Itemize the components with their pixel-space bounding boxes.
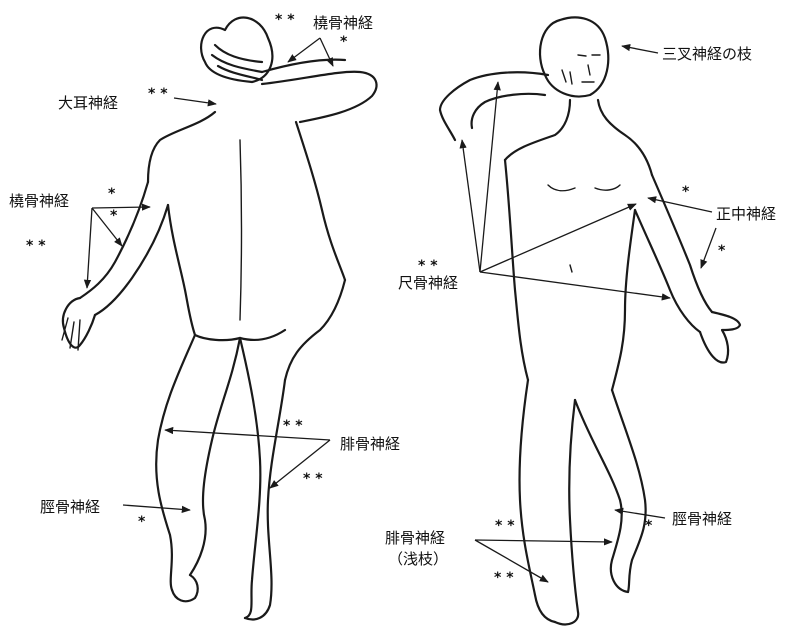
label-peroneal-superficial: 腓骨神経 [385, 529, 445, 547]
nerve-labels: 橈骨神経 大耳神経 橈骨神経 三叉神経の枝 正中神経 尺骨神経 腓骨神経 脛骨神… [9, 14, 776, 568]
label-ulnar: 尺骨神経 [398, 274, 458, 292]
mark-single: * [340, 34, 348, 50]
label-radial-left: 橈骨神経 [9, 192, 69, 210]
mark-single: * [682, 184, 690, 200]
mark-double: * * [494, 570, 514, 586]
mark-single: * [110, 208, 118, 224]
label-tibial-back: 脛骨神経 [40, 498, 100, 516]
mark-double: * * [148, 86, 168, 102]
label-radial-top: 橈骨神経 [313, 14, 373, 32]
pointer-lines [87, 38, 716, 582]
front-body-figure [440, 17, 740, 624]
label-tibial-front: 脛骨神経 [672, 510, 732, 528]
mark-double: * * [303, 471, 323, 487]
label-trigeminal: 三叉神経の枝 [662, 45, 752, 63]
label-peroneal-superficial-branch: （浅枝） [388, 550, 448, 568]
mark-double: * * [283, 418, 303, 434]
mark-double: * * [495, 518, 515, 534]
label-median: 正中神経 [716, 205, 776, 223]
mark-double: * * [275, 12, 295, 28]
mark-double: * * [26, 238, 46, 254]
label-great-auricular: 大耳神経 [58, 94, 118, 112]
mark-single: * [138, 514, 146, 530]
mark-double: * * [418, 258, 438, 274]
mark-single: * [645, 518, 653, 534]
mark-single: * [108, 186, 116, 202]
label-peroneal-back: 腓骨神経 [340, 435, 400, 453]
mark-single: * [718, 243, 726, 259]
